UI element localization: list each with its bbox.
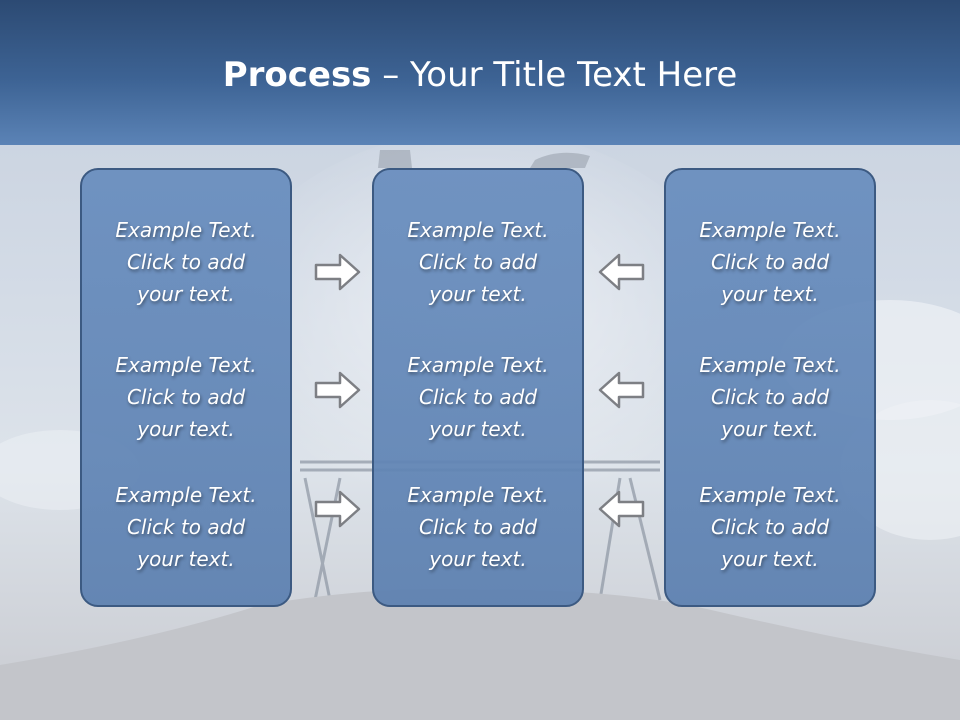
text-line: Click to add — [126, 385, 246, 409]
arrow-left-icon — [598, 253, 645, 291]
text-line: Click to add — [710, 515, 830, 539]
text-line: Click to add — [710, 250, 830, 274]
text-line: Click to add — [126, 250, 246, 274]
text-line: your text. — [429, 417, 527, 441]
text-line: Example Text. — [699, 218, 841, 242]
text-block[interactable]: Example Text. Click to add your text. — [82, 479, 290, 575]
process-box-right[interactable]: Example Text. Click to add your text. Ex… — [664, 168, 876, 607]
text-line: Example Text. — [699, 483, 841, 507]
text-line: Example Text. — [115, 353, 257, 377]
title-bar — [0, 0, 960, 145]
title-rest-text: – Your Title Text Here — [371, 55, 738, 95]
text-line: your text. — [721, 547, 819, 571]
process-box-left[interactable]: Example Text. Click to add your text. Ex… — [80, 168, 292, 607]
text-line: your text. — [721, 417, 819, 441]
text-line: Example Text. — [407, 218, 549, 242]
text-line: Click to add — [710, 385, 830, 409]
text-line: Click to add — [418, 385, 538, 409]
arrow-right-icon — [314, 253, 361, 291]
text-line: Example Text. — [115, 483, 257, 507]
text-block[interactable]: Example Text. Click to add your text. — [666, 214, 874, 310]
text-line: your text. — [137, 417, 235, 441]
text-line: Example Text. — [407, 353, 549, 377]
text-line: Example Text. — [407, 483, 549, 507]
text-line: Click to add — [418, 515, 538, 539]
text-line: your text. — [721, 282, 819, 306]
text-block[interactable]: Example Text. Click to add your text. — [82, 349, 290, 445]
text-block[interactable]: Example Text. Click to add your text. — [82, 214, 290, 310]
arrow-left-icon — [598, 371, 645, 409]
text-line: Click to add — [418, 250, 538, 274]
text-line: Click to add — [126, 515, 246, 539]
title-bold-text: Process — [222, 55, 372, 95]
text-line: Example Text. — [115, 218, 257, 242]
text-block[interactable]: Example Text. Click to add your text. — [666, 349, 874, 445]
text-block[interactable]: Example Text. Click to add your text. — [374, 479, 582, 575]
arrow-left-icon — [598, 490, 645, 528]
slide-title[interactable]: Process – Your Title Text Here — [0, 52, 960, 98]
text-line: Example Text. — [699, 353, 841, 377]
arrow-right-icon — [314, 490, 361, 528]
process-box-center[interactable]: Example Text. Click to add your text. Ex… — [372, 168, 584, 607]
text-block[interactable]: Example Text. Click to add your text. — [666, 479, 874, 575]
text-block[interactable]: Example Text. Click to add your text. — [374, 349, 582, 445]
arrow-right-icon — [314, 371, 361, 409]
text-line: your text. — [137, 282, 235, 306]
text-line: your text. — [429, 282, 527, 306]
text-line: your text. — [429, 547, 527, 571]
text-line: your text. — [137, 547, 235, 571]
text-block[interactable]: Example Text. Click to add your text. — [374, 214, 582, 310]
